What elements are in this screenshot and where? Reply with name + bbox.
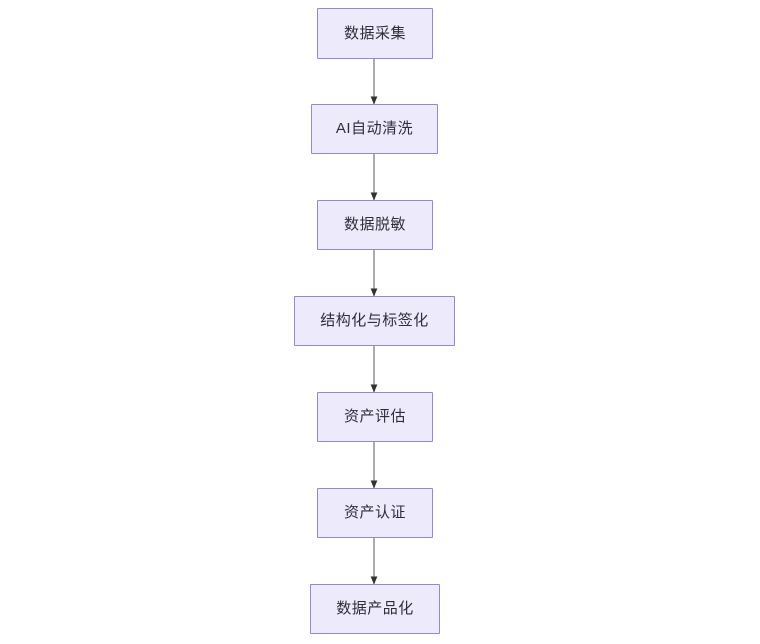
flow-node-n1[interactable]: 数据采集 xyxy=(317,8,433,59)
flow-node-n2[interactable]: AI自动清洗 xyxy=(311,104,438,154)
flow-node-label: 数据脱敏 xyxy=(343,216,406,233)
flow-node-label: 资产认证 xyxy=(343,504,406,521)
flow-node-n4[interactable]: 结构化与标签化 xyxy=(294,296,455,346)
flow-node-label: 资产评估 xyxy=(343,408,406,425)
flow-node-label: AI自动清洗 xyxy=(335,120,414,137)
flow-node-label: 数据采集 xyxy=(343,24,406,42)
flow-node-n6[interactable]: 资产认证 xyxy=(317,488,433,538)
flow-node-label: 数据产品化 xyxy=(336,600,414,617)
flow-node-n3[interactable]: 数据脱敏 xyxy=(317,200,433,250)
flow-node-n5[interactable]: 资产评估 xyxy=(317,392,433,442)
flow-node-label: 结构化与标签化 xyxy=(320,312,429,329)
flow-node-n7[interactable]: 数据产品化 xyxy=(310,584,440,634)
